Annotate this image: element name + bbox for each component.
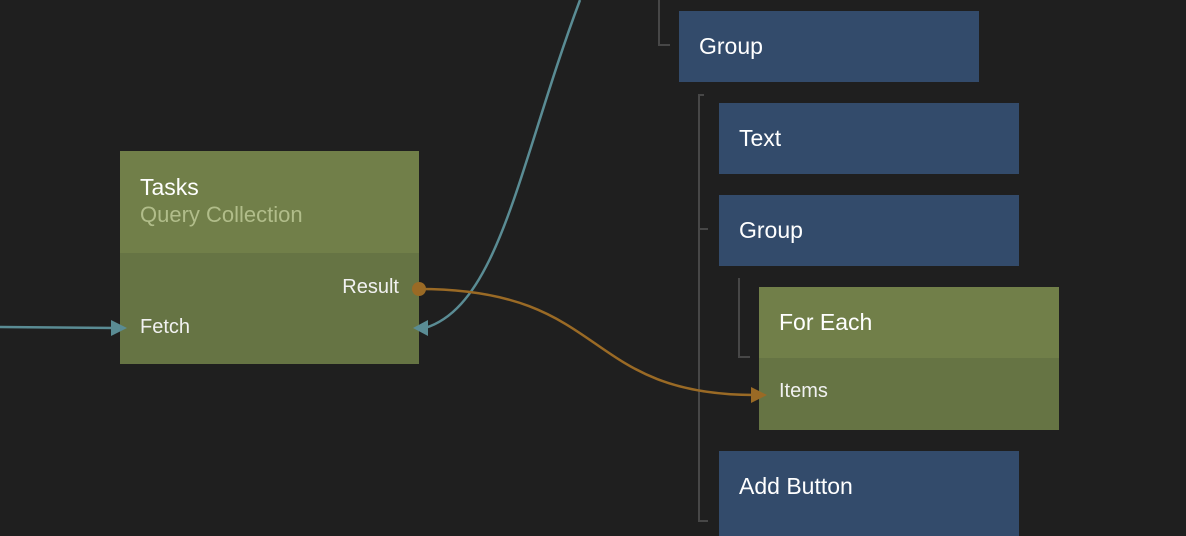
tasks-query-collection-node[interactable]: Tasks Query Collection Result Fetch	[120, 151, 419, 364]
result-to-items-data-wire[interactable]	[418, 287, 756, 397]
tree-line	[698, 228, 708, 230]
tasks-node-header: Tasks Query Collection	[120, 151, 419, 253]
for-each-node-body: Items	[759, 358, 1059, 430]
tree-line	[658, 0, 660, 46]
return-signal-wire[interactable]	[424, 0, 582, 330]
tree-line	[698, 94, 704, 96]
result-output-port-icon[interactable]	[412, 282, 426, 296]
tree-line	[698, 520, 708, 522]
items-input-arrow-icon	[751, 387, 767, 403]
add-button-node-title: Add Button	[739, 473, 853, 499]
fetch-signal-wire[interactable]	[0, 325, 117, 330]
group-node-title: Group	[739, 217, 803, 243]
items-input-port-label[interactable]: Items	[779, 380, 828, 402]
text-node[interactable]: Text	[719, 103, 1019, 174]
add-button-node[interactable]: Add Button	[719, 451, 1019, 536]
fetch-input-port-label[interactable]: Fetch	[140, 316, 191, 338]
for-each-node[interactable]: For Each Items	[759, 287, 1059, 430]
text-node-title: Text	[739, 125, 782, 151]
for-each-node-title: For Each	[779, 309, 873, 335]
group-node[interactable]: Group	[719, 195, 1019, 266]
tree-line	[698, 94, 700, 522]
result-output-port-label[interactable]: Result	[342, 276, 399, 298]
tree-line	[658, 44, 670, 46]
return-input-arrow-icon	[413, 320, 428, 336]
tree-line	[738, 278, 740, 358]
for-each-node-header: For Each	[759, 287, 1059, 358]
tasks-node-body: Result Fetch	[120, 253, 419, 364]
tasks-node-subtitle: Query Collection	[140, 202, 303, 227]
group-node[interactable]: Group	[679, 11, 979, 82]
fetch-input-arrow-icon	[111, 320, 127, 336]
tasks-node-title: Tasks	[140, 174, 199, 200]
group-node-title: Group	[699, 33, 763, 59]
tree-line	[738, 356, 750, 358]
